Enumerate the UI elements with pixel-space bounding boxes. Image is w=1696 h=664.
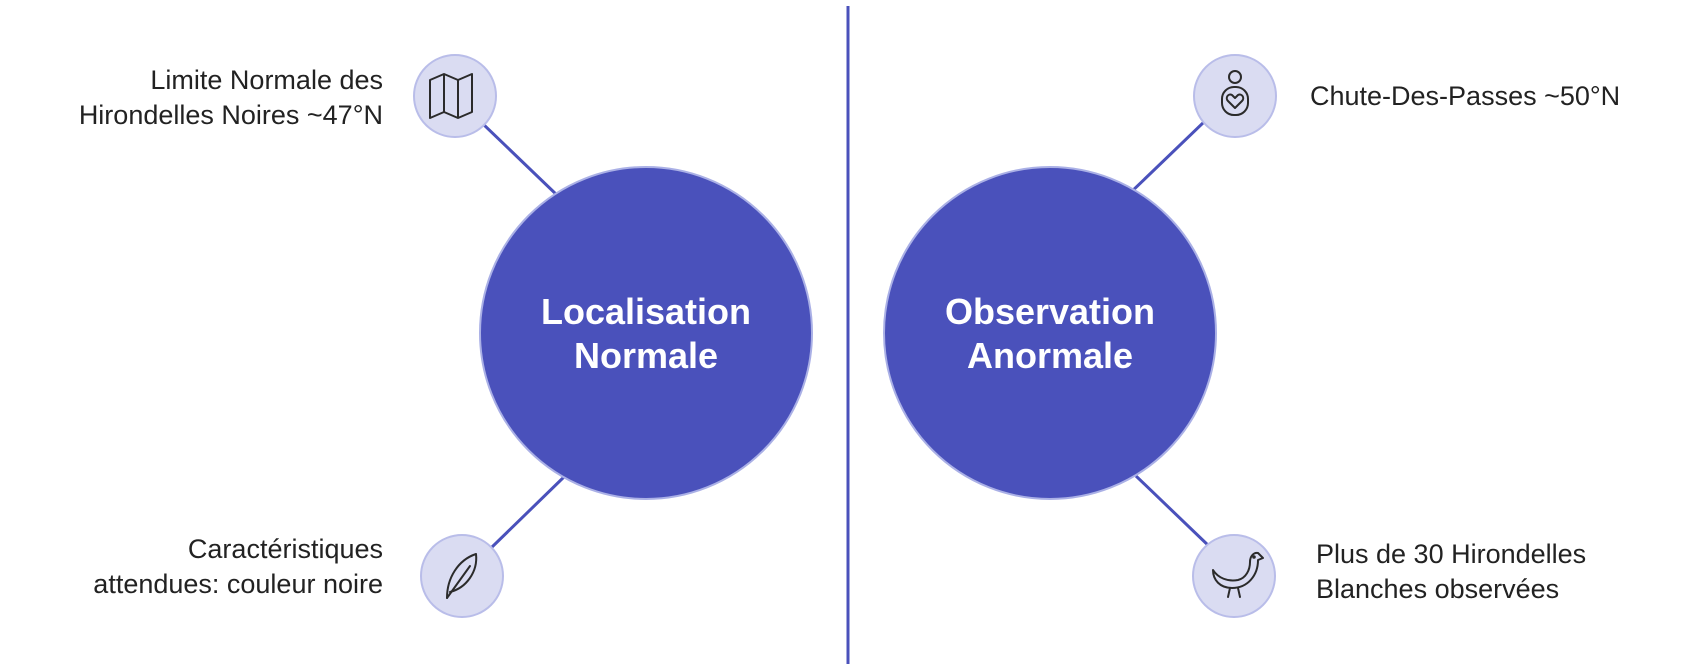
left-top-label: Limite Normale des Hirondelles Noires ~4…: [79, 63, 383, 133]
main-circle-left: [479, 166, 813, 500]
feather-icon: [446, 553, 478, 599]
right-top-label-line1: Chute-Des-Passes ~50°N: [1310, 81, 1621, 111]
icon-badge-person-heart: [1193, 54, 1277, 138]
main-circle-right: [883, 166, 1217, 500]
icon-badge-map: [413, 54, 497, 138]
right-top-label: Chute-Des-Passes ~50°N: [1310, 79, 1620, 114]
right-circle-title: Observation Anormale: [944, 291, 1156, 376]
left-top-label-line2: Hirondelles Noires ~47°N: [78, 100, 383, 130]
left-bottom-label-line1: Caractéristiques: [187, 534, 383, 564]
connector-right-bottom: [1134, 474, 1213, 550]
right-bottom-label-line2: Blanches observées: [1316, 574, 1560, 604]
icon-badge-feather: [420, 534, 504, 618]
left-bottom-label: Caractéristiques attendues: couleur noir…: [93, 532, 383, 602]
person-heart-icon: [1221, 70, 1249, 116]
left-circle-title: Localisation Normale: [540, 291, 752, 376]
right-bottom-label: Plus de 30 Hirondelles Blanches observée…: [1316, 537, 1586, 607]
icon-badge-bird: [1192, 534, 1276, 618]
map-icon: [429, 73, 473, 119]
connector-left-bottom: [489, 473, 568, 550]
left-bottom-label-line2: attendues: couleur noire: [93, 569, 383, 599]
bird-icon: [1212, 551, 1264, 598]
right-bottom-label-line1: Plus de 30 Hirondelles: [1316, 539, 1587, 569]
connector-left-top: [481, 122, 561, 199]
left-top-label-line1: Limite Normale des: [150, 65, 383, 95]
connector-right-top: [1125, 119, 1207, 198]
